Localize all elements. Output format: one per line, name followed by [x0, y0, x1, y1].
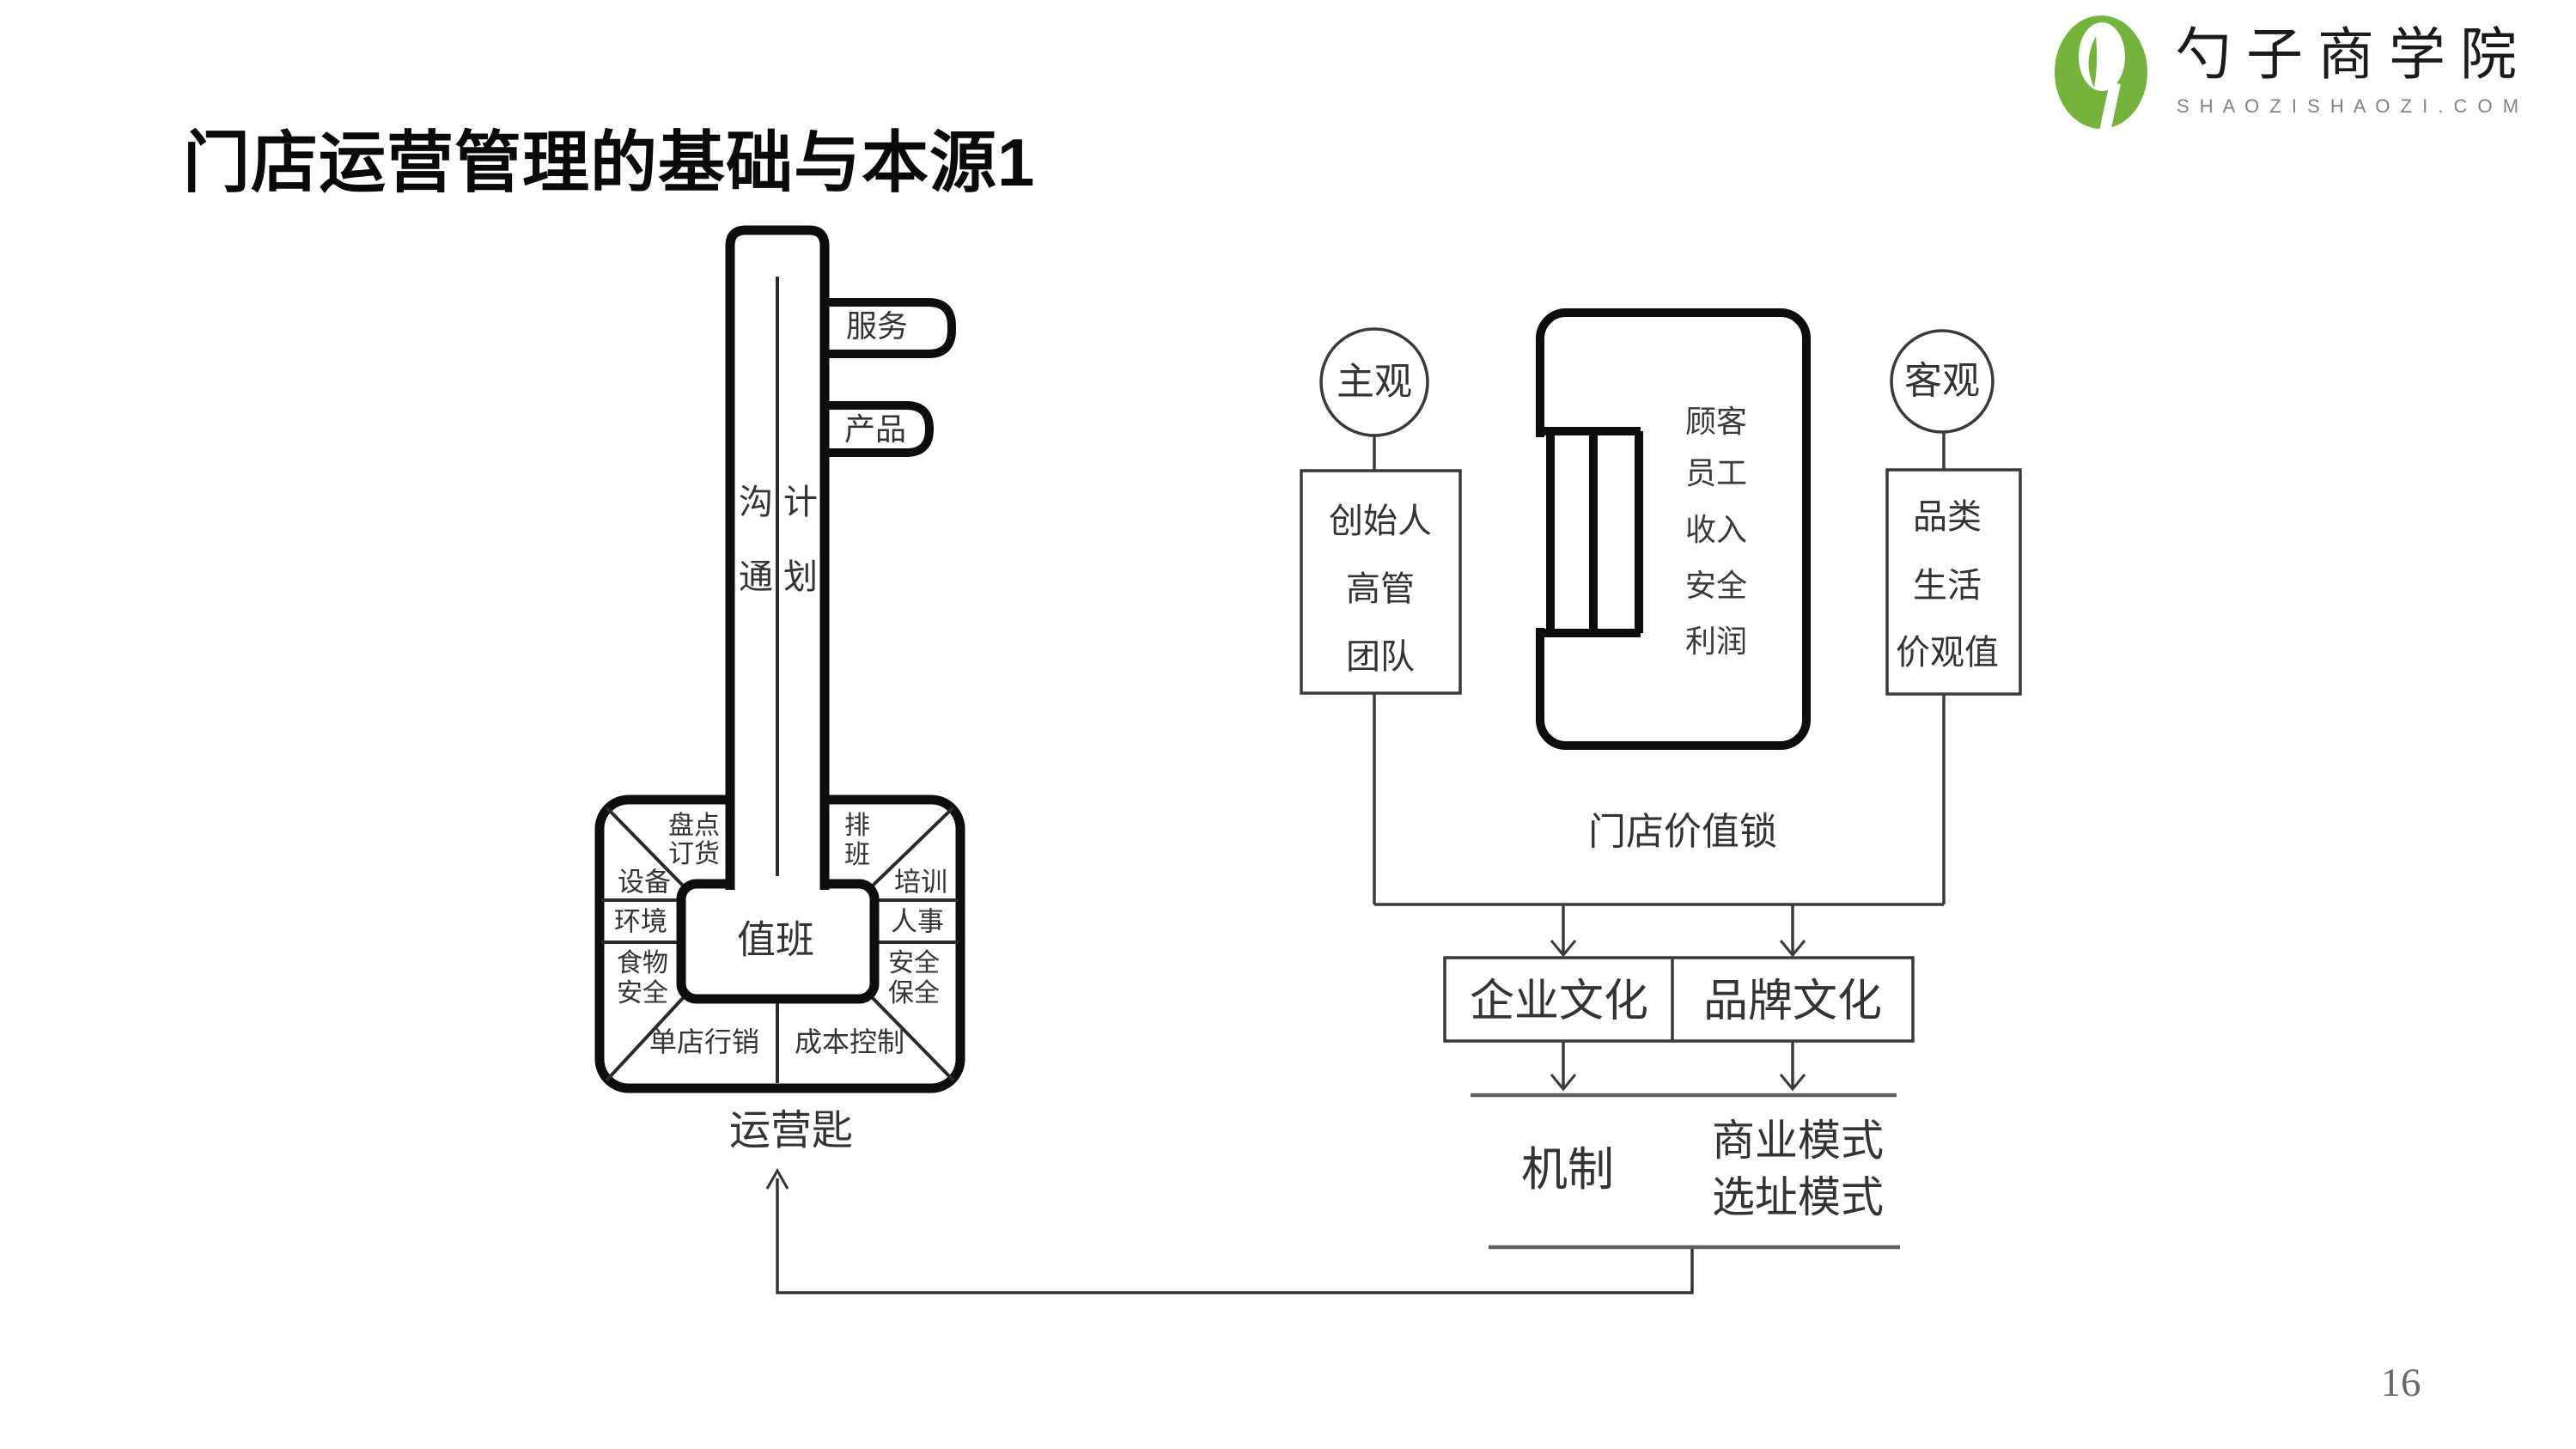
key-head-label: 排	[844, 812, 870, 840]
key-center-label: 值班	[736, 917, 815, 962]
logo-icon	[2055, 15, 2147, 133]
category-box-line: 价观值	[1896, 634, 1999, 672]
category-box-line: 品类	[1913, 498, 1982, 536]
key-head-label: 安全	[888, 949, 940, 977]
lock-value: 安全	[1684, 568, 1748, 603]
key-tooth-label-product: 产品	[843, 411, 907, 447]
founder-box-line: 创始人	[1329, 502, 1432, 540]
lock-caption: 门店价值锁	[1588, 811, 1777, 853]
slide-title: 门店运营管理的基础与本源1	[183, 125, 1036, 200]
key-head-label: 环境	[614, 906, 667, 937]
key-head-label: 盘点	[668, 812, 720, 840]
key-shaft-char: 划	[783, 558, 818, 596]
logo-name: 勺子商学院	[2175, 22, 2531, 86]
key-head-label: 单店行销	[649, 1026, 760, 1057]
key-head-label: 食物	[617, 949, 668, 977]
key-head-label: 设备	[618, 867, 671, 898]
key-head-label: 保全	[888, 979, 940, 1008]
culture-box-left: 企业文化	[1469, 977, 1649, 1026]
model-underlines	[1471, 1093, 1900, 1250]
key-shaft-char: 沟	[739, 484, 773, 521]
lock-value: 收入	[1684, 512, 1748, 547]
subjective-label: 主观	[1337, 361, 1412, 403]
key-head-label: 订货	[668, 840, 720, 868]
key-head-label: 班	[844, 841, 870, 869]
key-shape	[594, 225, 965, 1093]
key-head-label: 人事	[891, 906, 944, 937]
feedback-connector	[765, 1167, 1694, 1294]
key-caption: 运营匙	[728, 1108, 854, 1154]
logo-domain: S H A O Z I S H A O Z I . C O M	[2177, 95, 2522, 117]
culture-box-right: 品牌文化	[1702, 977, 1883, 1026]
key-head-label: 安全	[617, 979, 668, 1008]
mechanism-label: 机制	[1521, 1144, 1614, 1196]
lock-value: 利润	[1684, 624, 1748, 659]
lock-value: 顾客	[1684, 404, 1748, 439]
founder-box-line: 团队	[1346, 638, 1415, 676]
key-shaft-char: 通	[739, 558, 773, 596]
lock-connectors	[1300, 327, 2022, 1092]
lock-value: 员工	[1684, 455, 1748, 490]
category-box-line: 生活	[1913, 567, 1982, 605]
key-shaft-char: 计	[783, 484, 818, 521]
key-head-label: 成本控制	[794, 1026, 905, 1057]
model-label: 商业模式	[1712, 1117, 1884, 1165]
lock-shape	[1532, 308, 1811, 750]
key-head-label: 培训	[894, 867, 947, 898]
model-label: 选址模式	[1712, 1173, 1884, 1221]
founder-box-line: 高管	[1346, 570, 1415, 608]
page-number: 16	[2380, 1361, 2421, 1405]
objective-label: 客观	[1904, 360, 1980, 402]
key-tooth-label-service: 服务	[845, 308, 909, 344]
